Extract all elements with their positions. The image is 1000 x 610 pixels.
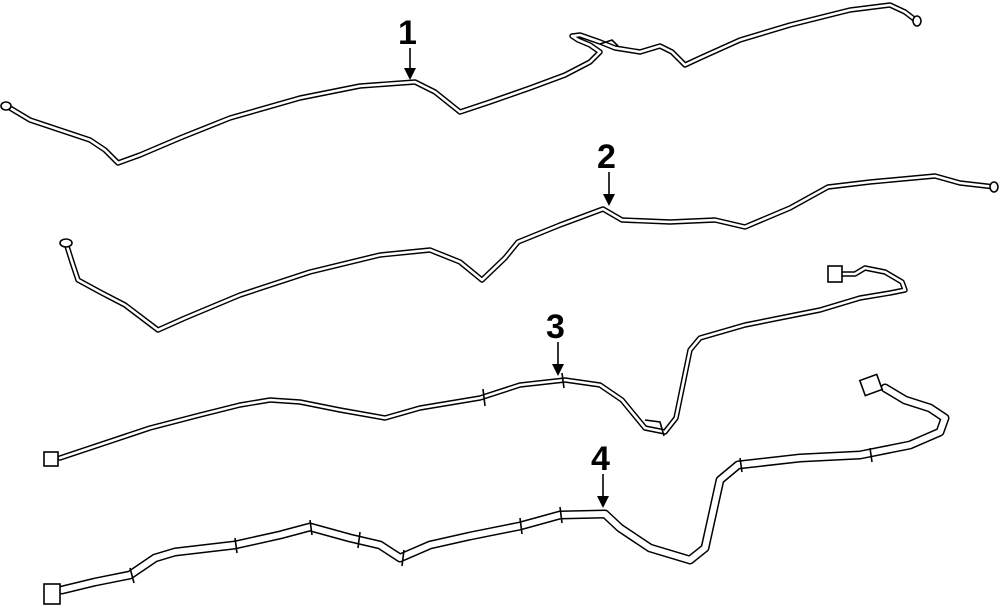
hose-line-4[interactable] (43, 373, 950, 605)
callout-1[interactable]: 1 (398, 14, 417, 80)
arrowhead-4 (597, 496, 609, 508)
tube-2-left-end (59, 238, 73, 248)
tube-2-right-end (989, 181, 999, 193)
arrowhead-2 (603, 194, 615, 206)
hose-4-right-connector (858, 373, 884, 397)
callout-label-4: 4 (591, 440, 610, 478)
callout-3[interactable]: 3 (546, 308, 565, 376)
arrowhead-1 (404, 68, 416, 80)
callout-4[interactable]: 4 (591, 440, 610, 508)
callout-label-2: 2 (597, 138, 616, 176)
callout-label-3: 3 (546, 308, 565, 346)
tube-line-2[interactable] (59, 173, 999, 333)
hose-4-left-connector (43, 583, 61, 605)
arrowhead-3 (552, 364, 564, 376)
tube-line-3[interactable] (43, 265, 908, 467)
tube-1-left-end (0, 101, 12, 111)
callout-label-1: 1 (398, 14, 417, 52)
tube-3-right-connector (827, 265, 843, 283)
tube-line-1[interactable] (0, 2, 922, 166)
callout-2[interactable]: 2 (597, 138, 616, 206)
tube-3-left-connector (43, 451, 59, 467)
tube-1-right-end (912, 15, 922, 27)
